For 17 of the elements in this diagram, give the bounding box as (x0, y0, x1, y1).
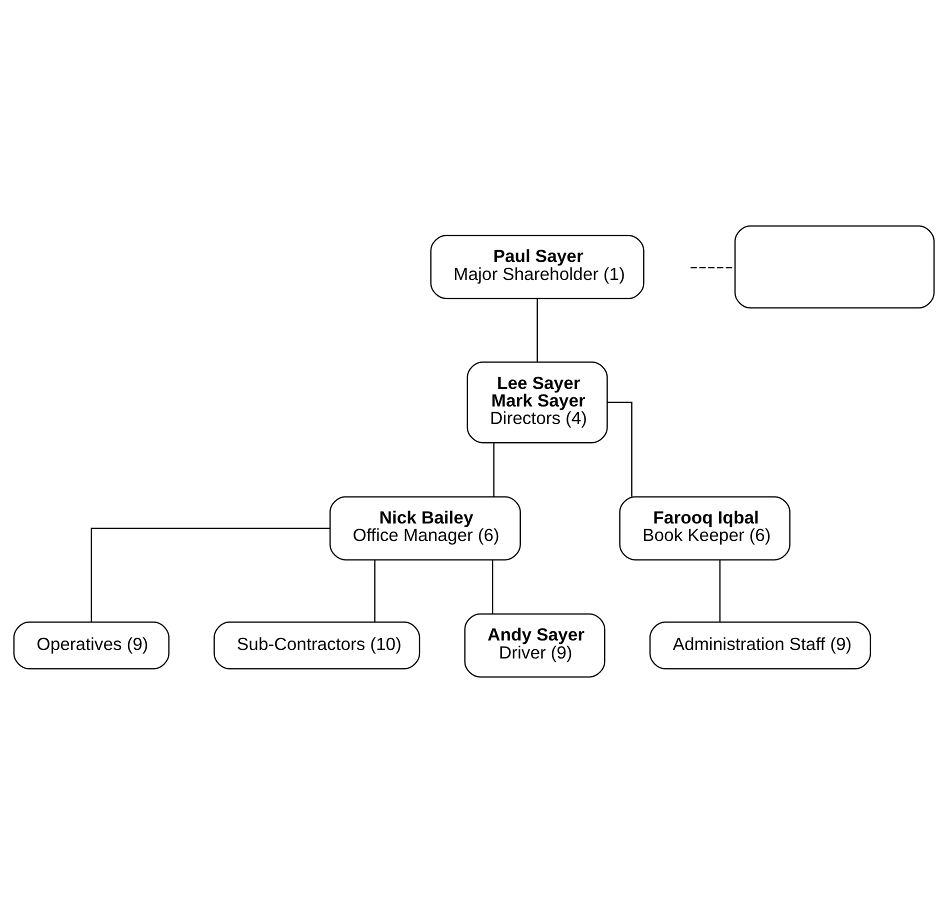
node-box (734, 225, 935, 309)
connector (607, 402, 632, 497)
connector (690, 266, 735, 268)
node-box: Sub-Contractors (10) (214, 622, 420, 670)
connector (374, 560, 376, 622)
connector (492, 560, 494, 614)
node-box: Farooq Iqbal Book Keeper (6) (619, 496, 790, 560)
connector (719, 560, 721, 622)
connector (493, 442, 494, 497)
connector (536, 298, 538, 362)
node-box: Andy Sayer Driver (9) (464, 613, 606, 678)
node-box: Paul Sayer Major Shareholder (1) (430, 234, 644, 300)
node-box: Operatives (9) (13, 622, 170, 670)
connector (90, 528, 330, 622)
node-box: Nick Bailey Office Manager (6) (329, 496, 521, 560)
node-box: Lee Sayer Mark Sayer Directors (4) (466, 361, 608, 444)
node-box: Administration Staff (9) (649, 622, 872, 670)
